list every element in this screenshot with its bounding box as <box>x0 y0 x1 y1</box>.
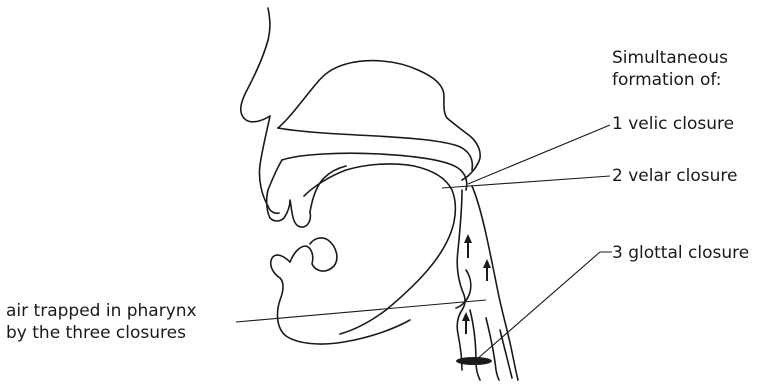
upper-lip-outline <box>259 116 279 213</box>
velic-leader-line <box>468 125 610 184</box>
pharynx-front-wall <box>457 190 465 370</box>
glottal-closure-marker <box>456 357 492 365</box>
upper-teeth <box>267 160 311 227</box>
velic-closure-label: 1 velic closure <box>612 114 734 135</box>
airflow-arrowhead <box>462 312 470 321</box>
heading-line-2: formation of: <box>612 70 722 91</box>
air-leader-line <box>236 300 486 322</box>
nasal-floor <box>278 128 472 170</box>
tongue-outline <box>304 164 455 334</box>
heading-line-1: Simultaneous <box>612 48 728 69</box>
hard-palate <box>282 153 467 190</box>
air-trapped-label-line-1: air trapped in pharynx <box>6 301 197 322</box>
velar-closure-label: 2 velar closure <box>612 166 737 187</box>
air-trapped-label-line-2: by the three closures <box>6 323 186 344</box>
nose-profile <box>241 8 270 122</box>
glottal-leader-line <box>476 252 612 360</box>
airflow-arrowhead <box>483 259 491 268</box>
lower-lip <box>271 255 410 344</box>
larynx-front <box>470 310 480 380</box>
nasal-cavity-outline <box>278 61 480 180</box>
lower-teeth <box>290 238 337 271</box>
glottal-closure-label: 3 glottal closure <box>612 243 749 264</box>
airflow-arrowhead <box>464 234 472 243</box>
pharynx-back-wall <box>472 186 518 380</box>
